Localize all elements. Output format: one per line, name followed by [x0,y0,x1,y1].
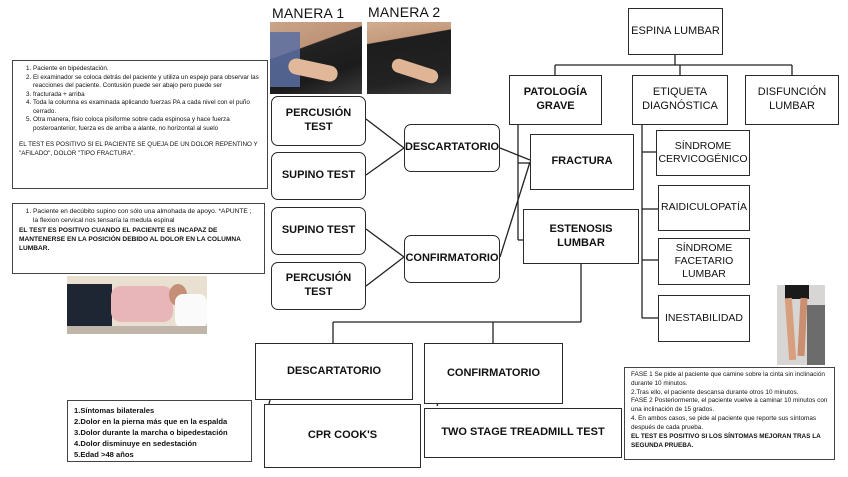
two-stage-treadmill-box[interactable]: TWO STAGE TREADMILL TEST [424,408,622,458]
estenosis-lumbar-box[interactable]: ESTENOSIS LUMBAR [523,209,639,264]
treadmill-shape [807,305,825,365]
supine-step: Paciente en decúbito supino con sólo una… [33,208,258,226]
supine-verdict: EL TEST ES POSITIVO CUANDO EL PACIENTE E… [19,226,241,252]
percussion-step: fracturada + arriba [33,91,261,100]
supino-test-box[interactable]: SUPINO TEST [271,152,366,200]
diagnosis-box-cervicogenico[interactable]: SÍNDROME CERVICOGÉNICO [656,130,750,176]
disfuncion-lumbar-box[interactable]: DISFUNCIÓN LUMBAR [745,75,839,125]
criteria-item: 3.Dolor durante la marcha o bipedestació… [74,428,228,437]
treadmill-test-note: FASE 1 Se pide al paciente que camine so… [624,367,835,460]
percussion-test-box[interactable]: PERCUSIÓN TEST [271,96,366,146]
percussion-test-box-2[interactable]: PERCUSIÓN TEST [271,262,366,310]
diagnosis-box-radiculopatia[interactable]: RAIDICULOPATÍA [658,185,750,231]
criteria-item: 1.Síntomas bilaterales [74,406,155,415]
cpr-cooks-box[interactable]: CPR COOK'S [264,404,421,468]
leg-shape [797,297,808,357]
shirt-shape [111,286,173,322]
fractura-box[interactable]: FRACTURA [530,134,634,190]
treadmill-verdict: EL TEST ES POSITIVO SI LOS SÍNTOMAS MEJO… [631,432,821,449]
supine-test-note: Paciente en decúbito supino con sólo una… [12,203,265,274]
diagnosis-box-facetario[interactable]: SÍNDROME FACETARIO LUMBAR [658,238,750,285]
pillow-shape [175,294,207,328]
treadmill-line: FASE 2 Posteriormente, el paciente vuelv… [631,397,828,414]
stenosis-confirmatorio-box[interactable]: CONFIRMATORIO [424,343,563,404]
percussion-step: Otra manera, fisio coloca pisiforme sobr… [33,116,261,133]
espina-lumbar-box[interactable]: ESPINA LUMBAR [628,8,723,55]
treadmill-line: 2.Tras ello, el paciente descansa durant… [631,388,799,396]
manera-1-label: MANERA 1 [272,5,345,21]
manera-2-label: MANERA 2 [368,4,441,20]
percussion-test-note: Paciente en bipedestación. El examinador… [12,60,268,189]
percussion-verdict: EL TEST ES POSITIVO SI EL PACIENTE SE QU… [19,141,258,157]
percussion-steps: Paciente en bipedestación. El examinador… [19,65,261,133]
treadmill-line: 4. En ambos casos, se pide al paciente q… [631,415,817,431]
manera-1-photo [270,22,362,94]
supine-test-photo [67,276,207,334]
percussion-step: Toda la columna es examinada aplicando f… [33,99,261,116]
etiqueta-diagnostica-box[interactable]: ETIQUETA DIAGNÓSTICA [632,75,728,125]
criteria-item: 5.Edad >48 años [74,450,134,459]
stenosis-descartatorio-box[interactable]: DESCARTATORIO [255,343,413,400]
criteria-item: 4.Dolor disminuye en sedestación [74,439,197,448]
percussion-step: Paciente en bipedestación. [33,65,261,74]
criteria-item: 2.Dolor en la pierna más que en la espal… [74,417,228,426]
leg-shape [784,297,797,361]
confirmatorio-box[interactable]: CONFIRMATORIO [404,235,500,283]
diagnosis-box-inestabilidad[interactable]: INESTABILIDAD [658,295,750,342]
table-shape [67,326,207,334]
percussion-step: El examinador se coloca detrás del pacie… [33,74,261,91]
descartatorio-box[interactable]: DESCARTATORIO [404,124,500,172]
manera-2-photo [367,22,451,94]
supino-test-box-2[interactable]: SUPINO TEST [271,207,366,255]
shorts-shape [67,284,112,329]
treadmill-line: FASE 1 Se pide al paciente que camine so… [631,371,825,387]
cpr-criteria-note: 1.Síntomas bilaterales 2.Dolor en la pie… [67,400,252,462]
patologia-grave-box[interactable]: PATOLOGÍA GRAVE [509,75,602,125]
fist-icon [390,56,440,86]
supine-steps: Paciente en decúbito supino con sólo una… [19,208,258,226]
treadmill-photo [777,285,825,365]
shorts-shape [785,285,809,299]
